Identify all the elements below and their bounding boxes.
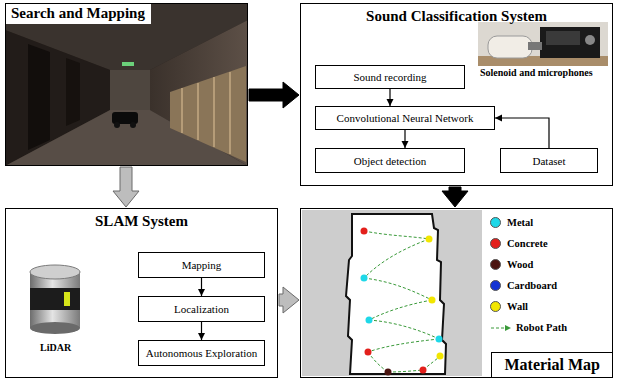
legend-swatch	[490, 238, 501, 249]
legend-text: Concrete	[507, 238, 548, 249]
connector-arrow	[442, 187, 468, 207]
process-box: Mapping	[138, 252, 265, 278]
legend: MetalConcreteWoodCardboardWallRobot Path	[490, 212, 567, 338]
process-box: Localization	[138, 296, 265, 322]
legend-row: Cardboard	[490, 275, 567, 296]
process-box: Sound recording	[315, 65, 465, 89]
legend-text: Metal	[507, 217, 533, 228]
solenoid-photo	[478, 22, 608, 66]
legend-text: Robot Path	[516, 322, 567, 333]
process-box: Dataset	[500, 148, 598, 173]
process-box: Object detection	[315, 148, 465, 173]
legend-swatch	[490, 301, 501, 312]
panel-title: Material Map	[491, 352, 612, 377]
box-text: Object detection	[354, 155, 426, 167]
box-text: Dataset	[533, 155, 566, 167]
photo-caption: Solenoid and microphones	[480, 67, 593, 78]
box-text: Convolutional Neural Network	[337, 112, 474, 124]
legend-text: Wall	[507, 301, 528, 312]
connector-arrow	[387, 89, 394, 106]
box-text: Mapping	[182, 259, 222, 271]
box-text: Autonomous Exploration	[146, 347, 258, 359]
legend-swatch	[490, 259, 501, 270]
legend-text: Cardboard	[507, 280, 557, 291]
panel-title: SLAM System	[6, 213, 277, 230]
legend-text: Wood	[507, 259, 533, 270]
lidar-icon	[30, 265, 80, 334]
legend-row: Wood	[490, 254, 567, 275]
process-box: Autonomous Exploration	[138, 340, 265, 366]
legend-row: Wall	[490, 296, 567, 317]
legend-swatch	[490, 217, 501, 228]
connector-arrow	[249, 82, 299, 108]
connector-arrow	[402, 130, 409, 148]
connector-arrow	[495, 115, 549, 149]
icon-caption: LiDAR	[40, 342, 71, 353]
connector-arrow	[113, 167, 139, 207]
process-box: Convolutional Neural Network	[315, 106, 495, 130]
corridor-photo	[5, 3, 248, 166]
connector-arrow	[198, 322, 205, 340]
connector-arrow	[198, 278, 205, 296]
connector-arrow	[279, 287, 299, 313]
legend-row: Robot Path	[490, 317, 567, 338]
legend-swatch	[490, 280, 501, 291]
legend-row: Concrete	[490, 233, 567, 254]
panel: Material Map	[300, 208, 613, 378]
panel: Search and Mapping	[5, 3, 248, 166]
panel-title: Sound Classification System	[301, 8, 612, 25]
box-text: Sound recording	[353, 71, 426, 83]
panel-title: Search and Mapping	[6, 4, 151, 24]
legend-line-sample	[490, 323, 512, 333]
floor-map	[302, 210, 482, 376]
box-text: Localization	[174, 303, 229, 315]
legend-row: Metal	[490, 212, 567, 233]
panel: Sound Classification SystemSound recordi…	[300, 3, 613, 186]
